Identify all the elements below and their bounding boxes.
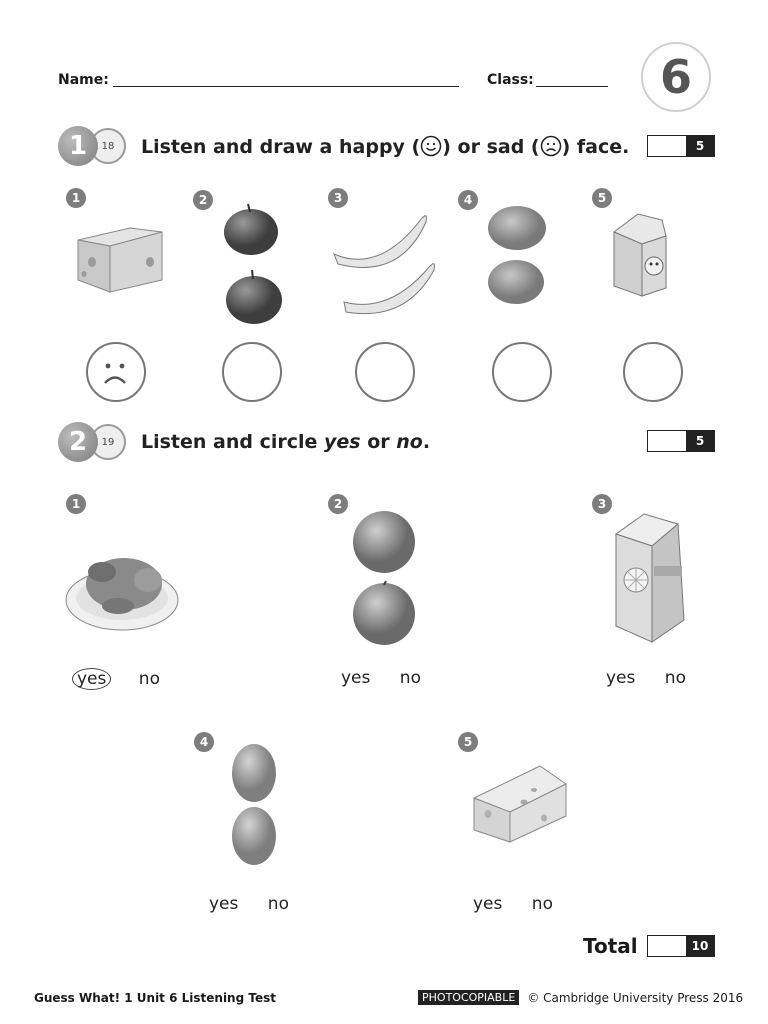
yes-no-4: yes no: [209, 894, 289, 914]
no-option[interactable]: no: [138, 669, 160, 689]
ex1-item-number: 4: [458, 190, 478, 210]
footer-right: PHOTOCOPIABLE © Cambridge University Pre…: [418, 990, 743, 1005]
photocopiable-badge: PHOTOCOPIABLE: [418, 990, 520, 1005]
instr1-post: ) face.: [561, 136, 630, 158]
cheese-wedge-picture: [472, 765, 567, 843]
exercise1-track: 18: [101, 140, 115, 152]
exercise1-badge: 1 18: [58, 126, 126, 166]
face-circle-3[interactable]: [355, 342, 415, 402]
class-label: Class:: [487, 72, 534, 88]
exercise2-instruction: Listen and circle yes or no.: [141, 431, 430, 453]
ex1-item-number: 2: [193, 190, 213, 210]
cheese-block-picture: [77, 227, 163, 293]
class-field[interactable]: [536, 86, 608, 87]
yes-option[interactable]: yes: [341, 668, 371, 688]
no-option[interactable]: no: [531, 894, 553, 914]
exercise2-score-max: 5: [686, 431, 714, 451]
ex2-item-number: 2: [328, 494, 348, 514]
two-oranges-picture: [353, 511, 415, 645]
face-circle-5[interactable]: [623, 342, 683, 402]
footer-title: Guess What! 1 Unit 6 Listening Test: [34, 991, 276, 1005]
name-field[interactable]: [113, 86, 459, 87]
face-circle-1[interactable]: [86, 342, 146, 402]
no-option[interactable]: no: [399, 668, 421, 688]
sad-face-icon: [540, 135, 561, 157]
copyright: © Cambridge University Press 2016: [527, 990, 744, 1005]
exercise2-score-box: 5: [647, 430, 715, 452]
unit-number-badge: 6: [641, 42, 711, 112]
instr1-mid: ) or sad (: [442, 136, 540, 158]
yes-option[interactable]: yes: [72, 668, 112, 690]
two-bananas-picture: [333, 215, 435, 315]
face-circle-2[interactable]: [222, 342, 282, 402]
yes-no-5: yes no: [473, 894, 553, 914]
total-score-max: 10: [686, 936, 714, 956]
exercise1-score-input[interactable]: [648, 136, 686, 156]
ex2-item-number: 3: [592, 494, 612, 514]
no-option[interactable]: no: [664, 668, 686, 688]
yes-no-3: yes no: [606, 668, 686, 688]
instr2-period: .: [422, 431, 431, 453]
juice-carton-picture: [614, 513, 685, 643]
roast-chicken-picture: [65, 558, 179, 631]
two-apples-picture: [224, 203, 282, 324]
exercise2-badge: 2 19: [58, 422, 126, 462]
total-score-box: 10: [647, 935, 715, 957]
ex1-item-number: 1: [66, 188, 86, 208]
instr2-yes: yes: [324, 431, 361, 453]
instr2-pre: Listen and circle: [141, 431, 325, 453]
no-option[interactable]: no: [267, 894, 289, 914]
unit-number: 6: [659, 50, 692, 104]
instr1-pre: Listen and draw a happy (: [141, 136, 421, 158]
exercise1-number: 1: [58, 126, 98, 166]
ex2-item-number: 4: [194, 732, 214, 752]
milk-carton-picture: [613, 213, 667, 297]
instr2-no: no: [396, 431, 423, 453]
yes-no-1: yes no: [72, 668, 160, 690]
yes-option[interactable]: yes: [606, 668, 636, 688]
total-score-input[interactable]: [648, 936, 686, 956]
ex1-item-number: 3: [328, 188, 348, 208]
exercise2-number: 2: [58, 422, 98, 462]
total-label: Total: [583, 934, 638, 958]
exercise2-score-input[interactable]: [648, 431, 686, 451]
exercise2-track: 19: [101, 436, 115, 448]
name-label: Name:: [58, 72, 109, 88]
ex1-item-number: 5: [592, 188, 612, 208]
ex2-item-number: 1: [66, 494, 86, 514]
sad-face-icon: [104, 363, 126, 384]
exercise1-instruction: Listen and draw a happy ( ) or sad ( ) fac…: [141, 135, 629, 158]
yes-no-2: yes no: [341, 668, 421, 688]
two-eggs-picture: [232, 744, 276, 865]
face-circle-4[interactable]: [492, 342, 552, 402]
two-potatoes-picture: [488, 206, 546, 304]
ex2-item-number: 5: [458, 732, 478, 752]
yes-option[interactable]: yes: [209, 894, 239, 914]
exercise1-score-box: 5: [647, 135, 715, 157]
exercise1-score-max: 5: [686, 136, 714, 156]
instr2-or: or: [360, 431, 397, 453]
yes-option[interactable]: yes: [473, 894, 503, 914]
happy-face-icon: [420, 135, 442, 157]
